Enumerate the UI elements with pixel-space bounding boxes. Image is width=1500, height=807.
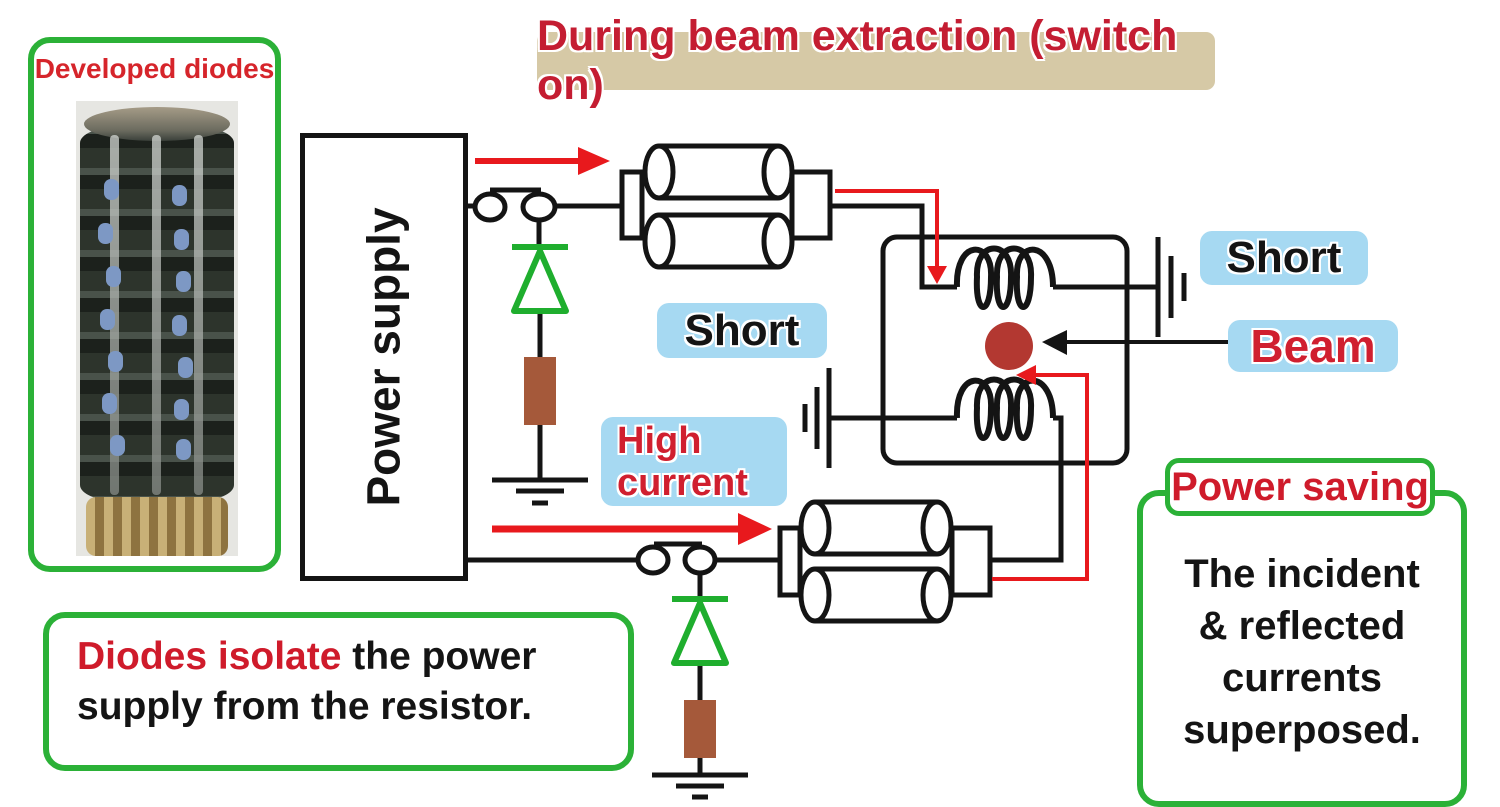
beam-label: Beam [1228, 320, 1398, 372]
coil-top-icon [953, 245, 1056, 310]
support-rod [194, 135, 203, 495]
short-label-mid: Short [657, 303, 827, 358]
ground-symbol-left [802, 368, 957, 468]
slide-title-text: During beam extraction (switch on) [537, 12, 1178, 109]
red-arrow-top [475, 147, 610, 175]
note-line1-red: Diodes isolate [77, 635, 342, 678]
diode-top-icon [511, 244, 569, 314]
switch-bottom-icon [635, 541, 718, 576]
red-flow-path-bottom [992, 365, 1089, 581]
power-saving-line: currents [1221, 656, 1383, 700]
resistor-bottom-icon [684, 700, 716, 758]
ground-symbol-bottom-branch [652, 772, 748, 800]
ground-symbol-top-branch [492, 477, 588, 506]
magnet-chamber-box [880, 234, 1130, 466]
power-saving-line: superposed. [1183, 708, 1421, 752]
short-label-right: Short [1200, 231, 1368, 285]
coax-line-pair-top [619, 143, 833, 270]
support-rod [152, 135, 161, 495]
short-label-mid-text: Short [684, 305, 800, 355]
diodes-note-box: Diodes isolate the power supply from the… [43, 612, 634, 771]
power-saving-header: Power saving [1165, 458, 1435, 516]
power-saving-line: & reflected [1198, 604, 1406, 648]
diode-components [76, 101, 91, 122]
short-label-right-text: Short [1226, 233, 1342, 282]
metal-flange [86, 497, 228, 556]
coax-line-pair-bottom [777, 499, 993, 624]
power-saving-box: The incident & reflected currents superp… [1137, 490, 1467, 807]
coil-bottom-icon [953, 376, 1056, 441]
diode-stack-photo [76, 101, 238, 556]
power-saving-header-text: Power saving [1171, 464, 1429, 509]
switch-top-icon [472, 187, 558, 223]
diode-bottom-icon [671, 596, 729, 666]
high-current-line2: current [617, 461, 748, 504]
beam-label-text: Beam [1250, 320, 1376, 372]
power-supply-box: Power supply [300, 133, 468, 581]
developed-diodes-card: Developed diodes [28, 37, 281, 572]
resistor-top-icon [524, 357, 556, 425]
support-rod [110, 135, 119, 495]
beam-arrow [1042, 330, 1228, 355]
high-current-label: High current [601, 417, 787, 506]
slide-title: During beam extraction (switch on) [537, 12, 1215, 109]
red-flow-path-top [835, 189, 947, 284]
wire-bottom-feed [458, 415, 1064, 599]
red-arrow-bottom [492, 513, 772, 545]
power-saving-line: The incident [1184, 552, 1420, 596]
ground-symbol-right [1053, 237, 1187, 337]
power-supply-label: Power supply [358, 207, 411, 507]
note-line2: supply from the resistor. [77, 685, 533, 728]
beam-dot [985, 322, 1033, 370]
note-line1-rest: the power [352, 635, 537, 678]
developed-diodes-label: Developed diodes [34, 53, 275, 84]
note-line1: Diodes isolate the power [77, 632, 628, 682]
high-current-line1: High [617, 419, 702, 462]
